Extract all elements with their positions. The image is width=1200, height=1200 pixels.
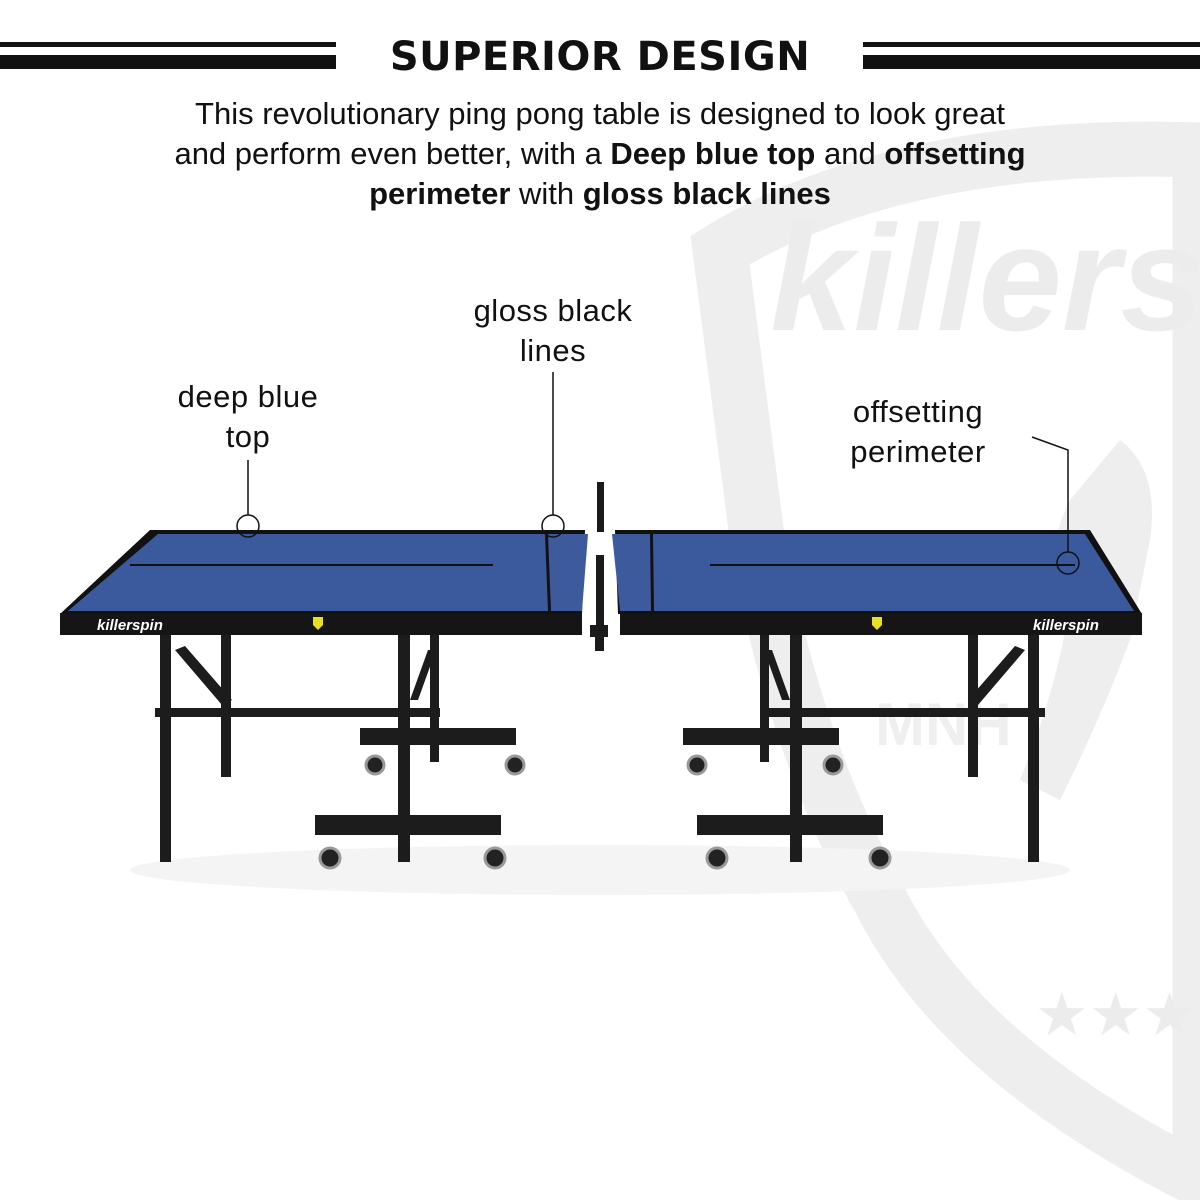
desc-text: and perform even better, with a xyxy=(174,136,611,171)
desc-bold: offsetting xyxy=(884,136,1026,171)
callout-label-offsetting-perimeter: offsetting perimeter xyxy=(768,392,1068,472)
watermark-sub: MNH xyxy=(875,691,1012,758)
description: This revolutionary ping pong table is de… xyxy=(60,94,1140,214)
callout-text: lines xyxy=(519,333,587,368)
watermark-stars: ★★★ xyxy=(1035,981,1196,1048)
table-top: killerspin killerspin xyxy=(60,530,1142,635)
callout-text: deep blue xyxy=(177,379,319,414)
callout-text: perimeter xyxy=(850,434,986,469)
watermark-text: killers xyxy=(770,194,1200,362)
desc-text: and xyxy=(815,136,885,171)
header-rule-thick-left xyxy=(0,55,336,69)
caster-wheels xyxy=(318,754,892,870)
net-post xyxy=(590,482,608,651)
desc-line-2: and perform even better, with a Deep blu… xyxy=(60,134,1140,174)
svg-text:★★★: ★★★ xyxy=(1035,981,1196,1048)
callout-text: top xyxy=(225,419,271,454)
header-rule-thin-left xyxy=(0,42,336,47)
callout-text: offsetting xyxy=(852,394,984,429)
desc-bold: gloss black lines xyxy=(582,176,831,211)
desc-bold: perimeter xyxy=(369,176,511,211)
callout-label-gloss-black-lines: gloss black lines xyxy=(403,291,703,371)
shield-badge-icon xyxy=(313,617,323,630)
callout-label-deep-blue-top: deep blue top xyxy=(98,377,398,457)
desc-line-3: perimeter with gloss black lines xyxy=(60,174,1140,214)
header-rule-thick-right xyxy=(863,55,1200,69)
desc-text: with xyxy=(510,176,583,211)
page-title: SUPERIOR DESIGN xyxy=(389,34,811,80)
callout-pointers xyxy=(236,372,1080,575)
shield-badge-icon xyxy=(872,617,882,630)
callout-text: gloss black xyxy=(473,293,633,328)
brand-logo-right: killerspin xyxy=(1033,617,1099,634)
desc-bold: Deep blue top xyxy=(610,136,816,171)
header-rule-thin-right xyxy=(863,42,1200,47)
brand-logo-left: killerspin xyxy=(97,617,163,634)
desc-line-1: This revolutionary ping pong table is de… xyxy=(195,96,1005,131)
floor-shadow xyxy=(130,845,1070,895)
table-legs xyxy=(155,632,1045,862)
